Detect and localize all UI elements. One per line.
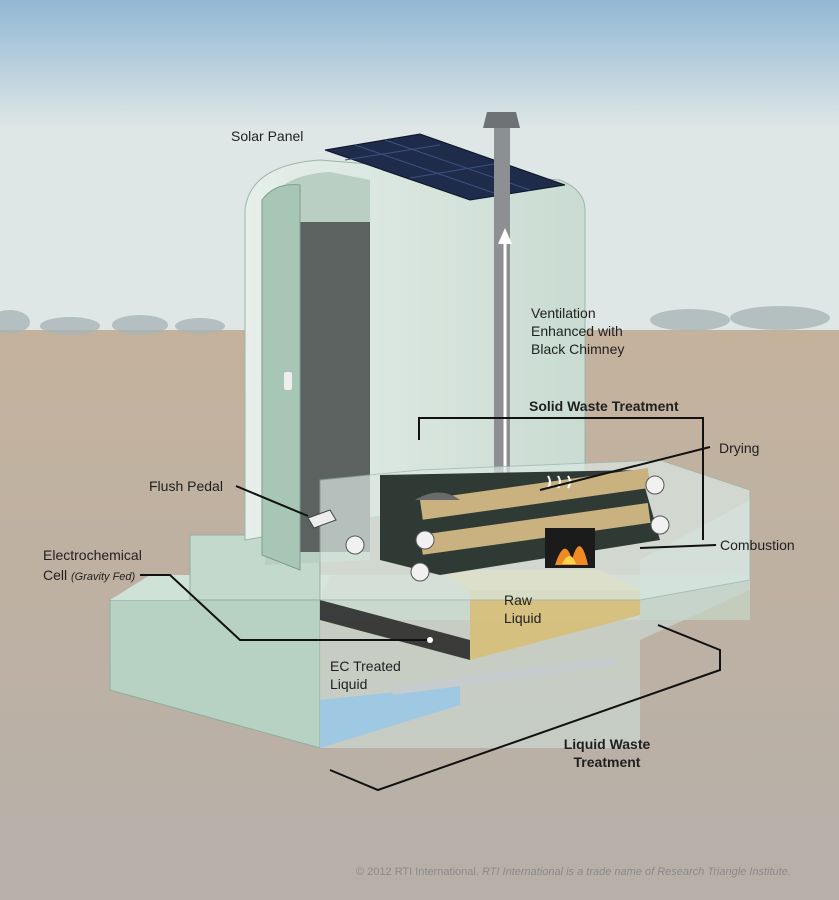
ec-liquid-tank xyxy=(320,685,460,748)
label-raw-liquid-1: Raw xyxy=(504,592,533,608)
copyright: © 2012 RTI International. RTI Internatio… xyxy=(356,866,791,878)
label-ec-treated-1: EC Treated xyxy=(330,658,401,674)
label-drying: Drying xyxy=(719,440,760,456)
flush-pedal xyxy=(307,509,337,529)
copyright-owner: © 2012 RTI International. xyxy=(356,866,479,878)
label-gravity-fed: (Gravity Fed) xyxy=(71,571,136,583)
treatment-unit xyxy=(319,459,751,601)
solid-waste-bracket xyxy=(418,417,704,540)
drain-pipe xyxy=(390,657,615,695)
label-electrochemical: Electrochemical xyxy=(43,547,142,563)
callout-lines xyxy=(140,417,721,792)
label-ventilation-2: Enhanced with xyxy=(531,323,623,339)
label-solid-waste: Solid Waste Treatment xyxy=(529,398,679,414)
label-ventilation-1: Ventilation xyxy=(531,305,596,321)
label-raw-liquid-2: Liquid xyxy=(504,610,542,626)
label-flush-pedal: Flush Pedal xyxy=(149,478,223,494)
copyright-note: RTI International is a trade name of Res… xyxy=(481,866,791,878)
label-liquid-waste-2: Treatment xyxy=(573,754,641,770)
raw-liquid-tank xyxy=(470,590,640,660)
tree-line xyxy=(0,306,830,335)
label-cell-word: Cell xyxy=(43,567,68,583)
door xyxy=(261,184,301,571)
label-cell: Cell (Gravity Fed) xyxy=(43,566,135,586)
door-handle xyxy=(284,372,292,390)
label-liquid-waste-1: Liquid Waste xyxy=(563,736,651,752)
label-ventilation-3: Black Chimney xyxy=(531,341,625,357)
ec-cell-bar xyxy=(320,600,470,660)
label-combustion: Combustion xyxy=(720,537,795,553)
label-solar-panel: Solar Panel xyxy=(231,128,304,144)
chimney xyxy=(494,125,510,500)
label-ec-treated-2: Liquid xyxy=(330,676,368,692)
liquid-waste-bracket xyxy=(329,624,721,792)
